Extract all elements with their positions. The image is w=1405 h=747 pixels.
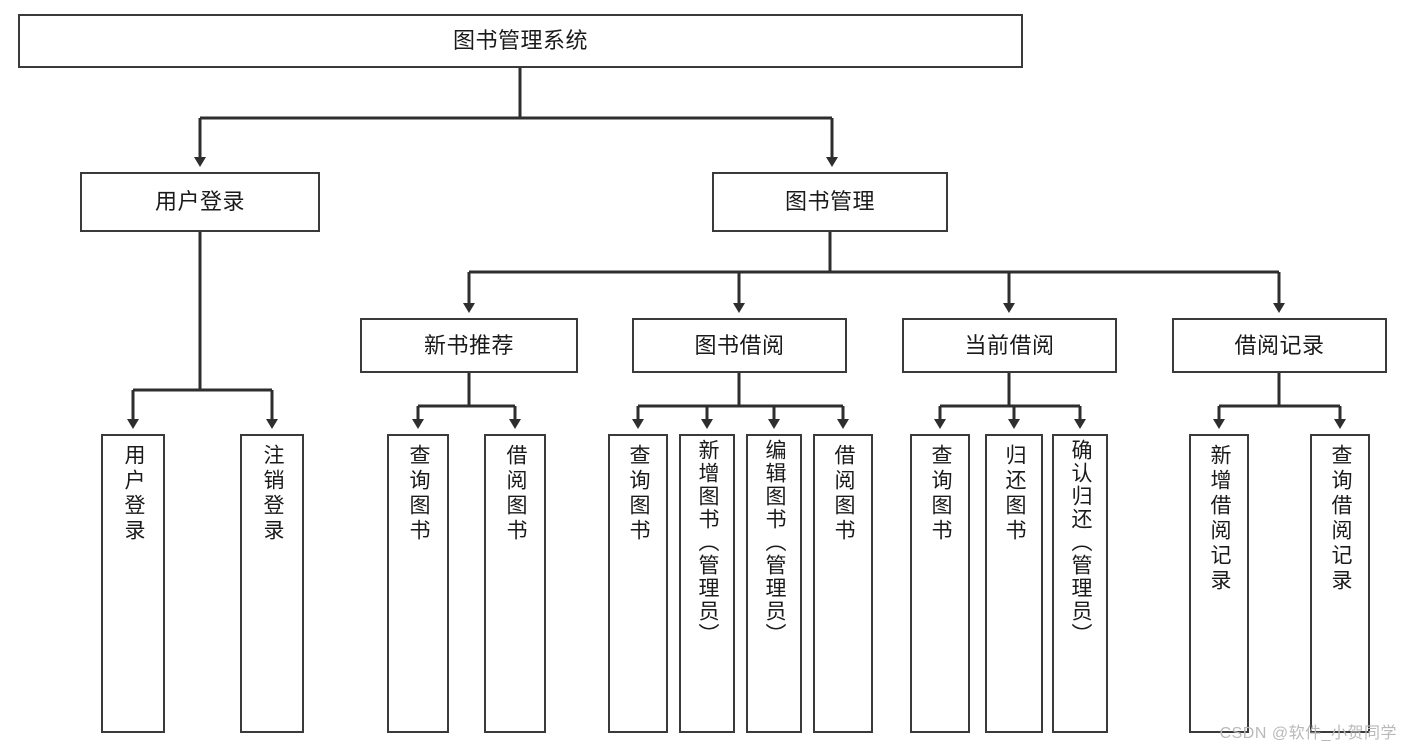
node-leaf-borrow-book-1-label: 借阅图书 xyxy=(504,444,528,544)
node-leaf-add-record-label: 新增借阅记录 xyxy=(1208,444,1232,594)
node-new-book-rec[interactable]: 新书推荐 xyxy=(360,318,578,373)
node-root-label: 图书管理系统 xyxy=(452,28,588,54)
node-new-book-rec-label: 新书推荐 xyxy=(423,332,514,358)
node-leaf-edit-book-label: 编辑图书（管理员） xyxy=(763,439,787,646)
node-current-borrow[interactable]: 当前借阅 xyxy=(902,318,1117,373)
node-borrow-record-label: 借阅记录 xyxy=(1234,332,1325,358)
node-leaf-borrow-book-1[interactable]: 借阅图书 xyxy=(484,434,546,733)
node-user-login[interactable]: 用户登录 xyxy=(80,172,320,232)
node-leaf-borrow-book-2-label: 借阅图书 xyxy=(832,444,856,544)
node-leaf-query-book-1-label: 查询图书 xyxy=(407,444,431,544)
node-leaf-return-book[interactable]: 归还图书 xyxy=(985,434,1043,733)
edges-book-borrow-to-leaves xyxy=(632,373,849,429)
node-leaf-query-book-2-label: 查询图书 xyxy=(627,444,651,544)
edges-book-manage-to-level3 xyxy=(463,232,1285,313)
node-leaf-logout-label: 注销登录 xyxy=(261,444,285,544)
node-book-borrow-label: 图书借阅 xyxy=(694,332,785,358)
node-borrow-record[interactable]: 借阅记录 xyxy=(1172,318,1387,373)
node-leaf-add-record[interactable]: 新增借阅记录 xyxy=(1189,434,1249,733)
edges-root-to-level2 xyxy=(194,68,838,167)
node-book-manage[interactable]: 图书管理 xyxy=(712,172,948,232)
node-leaf-borrow-book-2[interactable]: 借阅图书 xyxy=(813,434,873,733)
node-leaf-add-book[interactable]: 新增图书（管理员） xyxy=(679,434,735,733)
node-leaf-logout[interactable]: 注销登录 xyxy=(240,434,304,733)
node-leaf-query-record-label: 查询借阅记录 xyxy=(1329,444,1353,594)
node-leaf-edit-book[interactable]: 编辑图书（管理员） xyxy=(746,434,802,733)
node-leaf-query-record[interactable]: 查询借阅记录 xyxy=(1310,434,1370,733)
node-leaf-user-login[interactable]: 用户登录 xyxy=(101,434,165,733)
node-current-borrow-label: 当前借阅 xyxy=(964,332,1055,358)
node-leaf-user-login-label: 用户登录 xyxy=(122,444,146,544)
edges-current-borrow-to-leaves xyxy=(934,373,1086,429)
node-root[interactable]: 图书管理系统 xyxy=(18,14,1023,68)
node-user-login-label: 用户登录 xyxy=(154,189,245,215)
node-leaf-return-book-label: 归还图书 xyxy=(1003,444,1027,544)
node-leaf-query-book-3[interactable]: 查询图书 xyxy=(910,434,970,733)
node-book-manage-label: 图书管理 xyxy=(784,189,875,215)
node-leaf-confirm-return[interactable]: 确认归还（管理员） xyxy=(1052,434,1108,733)
edges-user-login-to-leaves xyxy=(127,232,278,429)
edges-borrow-record-to-leaves xyxy=(1213,373,1346,429)
node-leaf-query-book-1[interactable]: 查询图书 xyxy=(387,434,449,733)
node-leaf-query-book-3-label: 查询图书 xyxy=(929,444,953,544)
watermark-text: CSDN @软件_小贺同学 xyxy=(1219,725,1397,742)
node-book-borrow[interactable]: 图书借阅 xyxy=(632,318,847,373)
node-leaf-confirm-return-label: 确认归还（管理员） xyxy=(1069,439,1093,646)
edges-new-book-rec-to-leaves xyxy=(412,373,521,429)
node-leaf-add-book-label: 新增图书（管理员） xyxy=(696,439,720,646)
node-leaf-query-book-2[interactable]: 查询图书 xyxy=(608,434,668,733)
